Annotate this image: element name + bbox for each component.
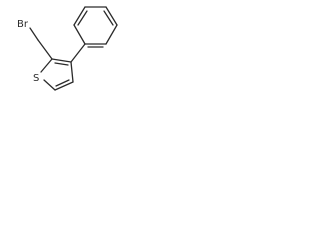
chemical-structure-diagram: Br S [17, 6, 118, 91]
bond-c2-c3 [51, 58, 72, 63]
bromine-label: Br [17, 19, 29, 30]
bond-c3-c4 [70, 61, 74, 83]
bond-c4-c5 [54, 81, 74, 91]
bond-ch2-c2 [37, 39, 53, 60]
bond-br-ch2 [29, 27, 39, 41]
bond-c4-c5-inner [55, 79, 70, 87]
sulfur-label: S [33, 73, 39, 84]
phenyl-bond-2 [105, 24, 118, 45]
phenyl-bond-5 [73, 6, 86, 26]
bond-c5-s [43, 79, 56, 91]
phenyl-bond-5-inner [77, 10, 88, 26]
phenyl-bond-3 [105, 6, 118, 26]
bond-c2-c3-inner [54, 62, 69, 66]
phenyl-bond-6 [73, 24, 86, 45]
bond-c3-phenyl [70, 43, 86, 63]
bond-s-c2 [40, 58, 53, 73]
phenyl-bond-3-inner [103, 10, 114, 26]
